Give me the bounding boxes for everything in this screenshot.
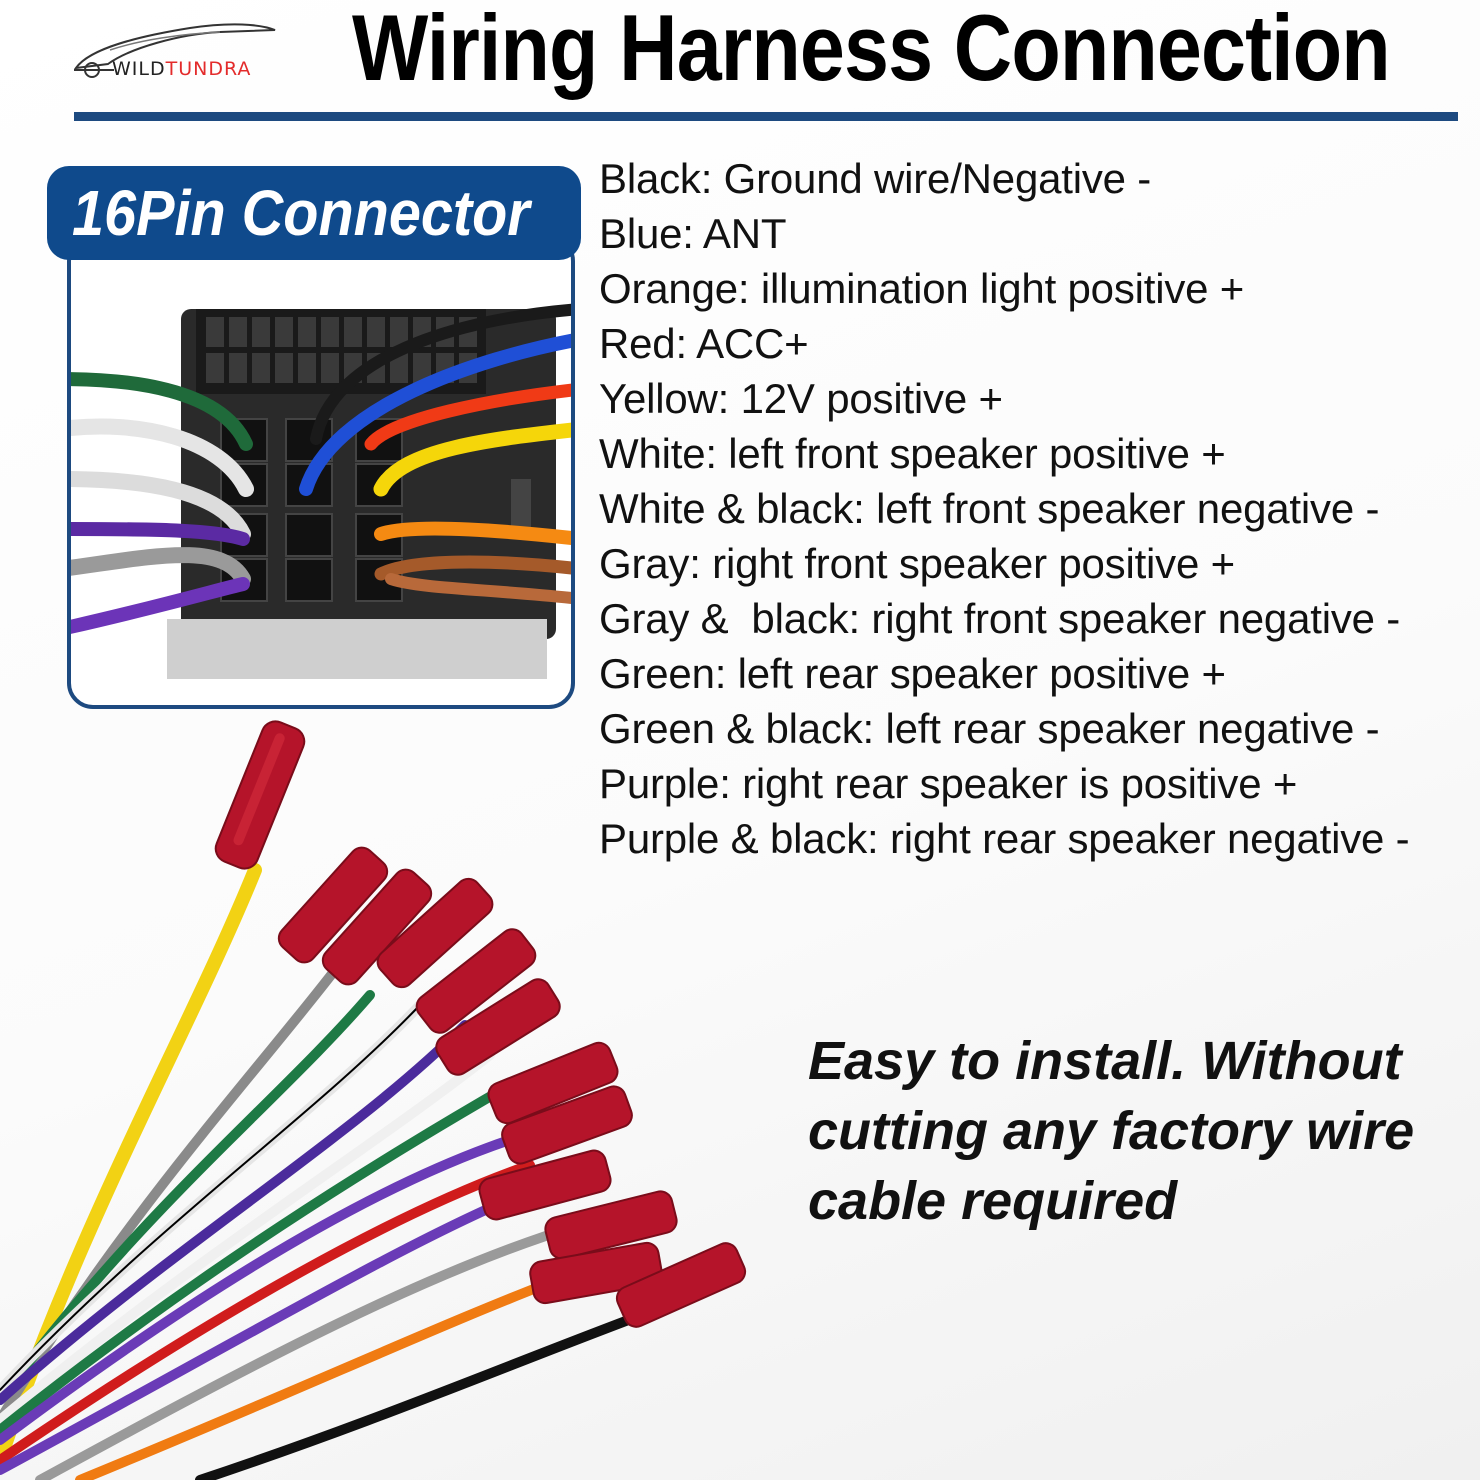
install-note-line-2: cutting any factory wire: [808, 1101, 1415, 1161]
legend-item-red: Red: ACC+: [599, 320, 809, 367]
connector-label: 16Pin Connector: [72, 177, 530, 249]
legend-item-yellow: Yellow: 12V positive +: [599, 375, 1003, 422]
legend-item-green-black: Green & black: left rear speaker negativ…: [599, 705, 1380, 752]
legend-item-gray: Gray: right front speaker positive +: [599, 540, 1235, 587]
crimp-wire-bundle-icon: [0, 720, 747, 1480]
legend-item-green: Green: left rear speaker positive +: [599, 650, 1226, 697]
install-note-line-3: cable required: [808, 1171, 1178, 1231]
legend-item-blue: Blue: ANT: [599, 210, 787, 257]
install-note-line-1: Easy to install. Without: [808, 1031, 1402, 1091]
legend-item-black: Black: Ground wire/Negative -: [599, 155, 1152, 202]
brand-name: WILDTUNDRA: [112, 58, 251, 80]
wire-color-legend: Black: Ground wire/Negative - Blue: ANT …: [599, 151, 1479, 866]
title-divider: [74, 112, 1458, 121]
car-silhouette-icon: [73, 23, 276, 78]
legend-item-orange: Orange: illumination light positive +: [599, 265, 1245, 312]
legend-item-white: White: left front speaker positive +: [599, 430, 1226, 477]
install-note: Easy to install. Without cutting any fac…: [808, 1026, 1480, 1236]
iso-connector-icon: [71, 303, 571, 679]
connector-label-tag: [47, 166, 581, 260]
legend-item-gray-black: Gray & black: right front speaker negati…: [599, 595, 1401, 642]
legend-item-purple-black: Purple & black: right rear speaker negat…: [599, 815, 1410, 862]
brand-logo: WILDTUNDRA: [70, 8, 310, 88]
legend-item-purple: Purple: right rear speaker is positive +: [599, 760, 1298, 807]
brand-name-part1: WILD: [112, 58, 166, 80]
brand-name-part2: TUNDRA: [165, 58, 252, 80]
connector-frame: [67, 235, 575, 709]
page-title: Wiring Harness Connection: [352, 0, 1391, 100]
legend-item-white-black: White & black: left front speaker negati…: [599, 485, 1380, 532]
